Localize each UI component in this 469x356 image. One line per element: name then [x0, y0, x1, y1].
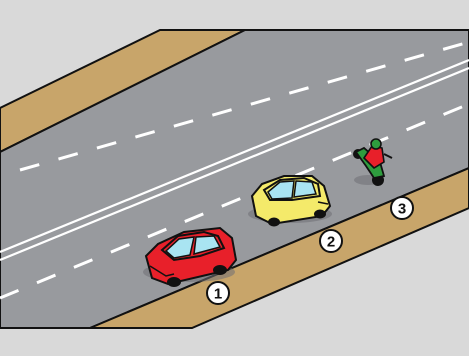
- badge-1-label: 1: [214, 286, 222, 303]
- badge-2-label: 2: [327, 234, 335, 251]
- badge-3: 3: [391, 197, 413, 219]
- badge-3-label: 3: [398, 201, 406, 218]
- badge-2: 2: [320, 230, 342, 252]
- badge-1: 1: [207, 282, 229, 304]
